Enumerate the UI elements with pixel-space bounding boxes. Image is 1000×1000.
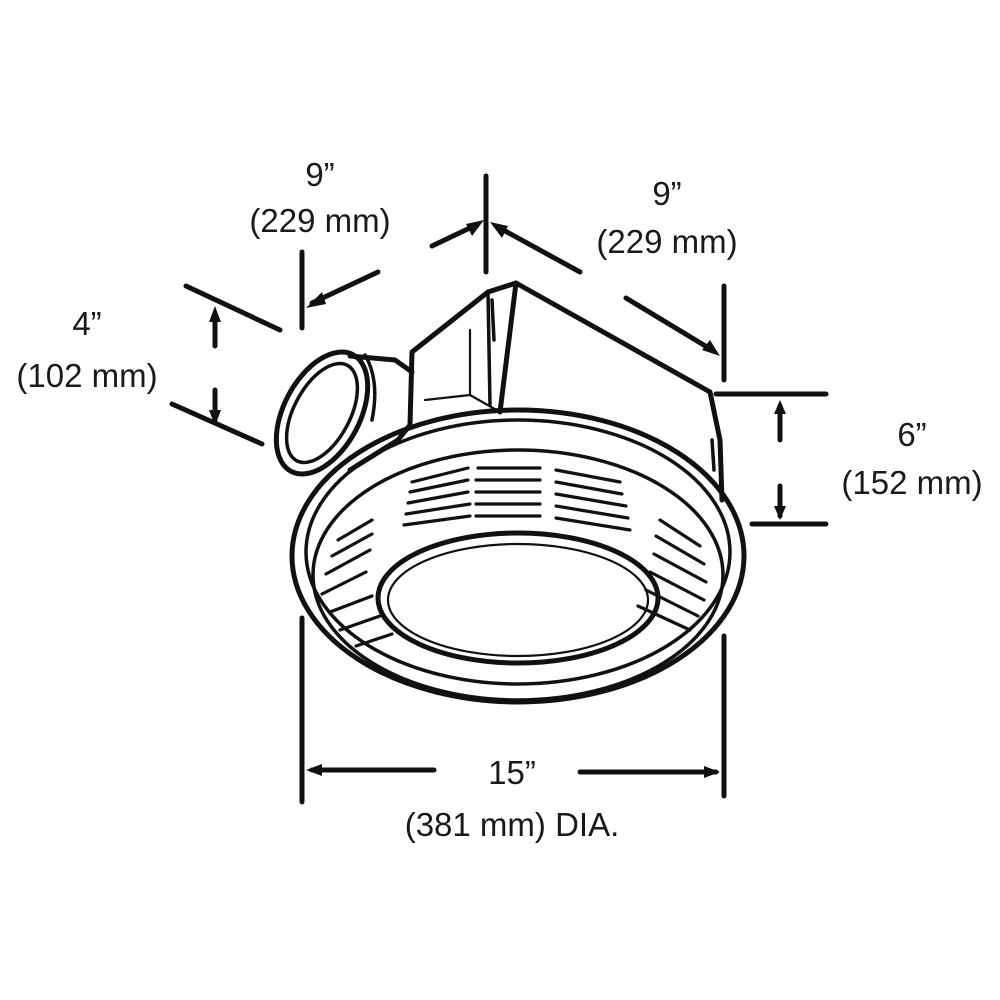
housing-box <box>407 280 725 503</box>
arrow-head-right <box>704 766 720 778</box>
arrow-head-left <box>306 292 326 308</box>
arrow-head-down <box>209 410 221 426</box>
top-left-imperial-label: 9” <box>305 156 334 193</box>
arrow-head-down <box>774 506 786 520</box>
dimension-top-right <box>490 222 727 383</box>
left-imperial-label: 4” <box>72 305 101 342</box>
dimension-top-left <box>299 173 489 331</box>
arrow-head-left <box>490 222 508 238</box>
grille-slots-top <box>402 466 632 532</box>
top-right-imperial-label: 9” <box>652 175 681 212</box>
bottom-imperial-label: 15” <box>488 754 536 791</box>
grille-slots-right <box>636 518 708 632</box>
top-left-metric-label: (229 mm) <box>249 202 390 239</box>
duct-collar <box>273 349 415 477</box>
arrow-head-right <box>702 340 720 356</box>
dimension-right <box>713 391 829 527</box>
left-metric-label: (102 mm) <box>16 357 157 394</box>
right-imperial-label: 6” <box>897 416 926 453</box>
dimension-bottom <box>299 615 727 805</box>
arrow-head-up <box>209 306 221 322</box>
arrow-head-right <box>466 220 484 236</box>
arrow-head-up <box>774 400 786 414</box>
dimension-left <box>169 283 283 447</box>
grille <box>289 407 747 705</box>
bottom-metric-label: (381 mm) DIA. <box>405 806 620 843</box>
right-metric-label: (152 mm) <box>841 464 982 501</box>
top-right-metric-label: (229 mm) <box>596 223 737 260</box>
arrow-head-left <box>306 764 322 776</box>
grille-slots-left <box>320 518 394 648</box>
